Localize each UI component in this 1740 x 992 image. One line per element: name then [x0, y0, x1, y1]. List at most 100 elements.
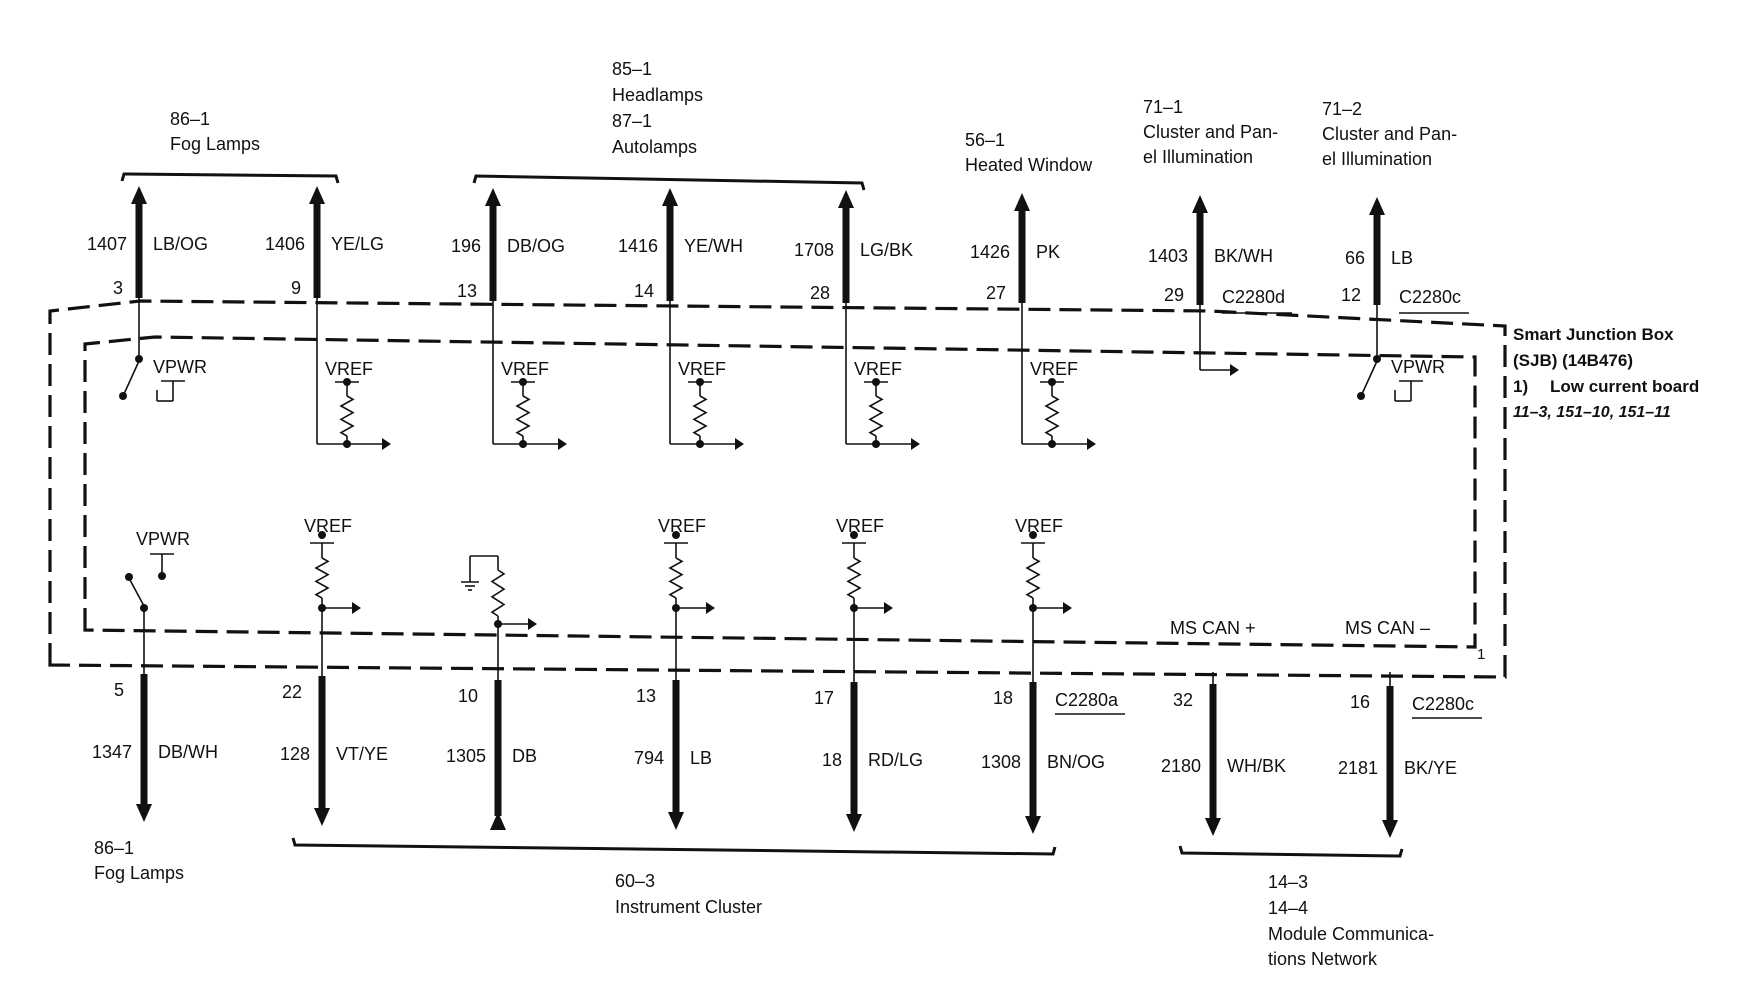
top-group-fog-label: Fog Lamps: [170, 134, 260, 154]
top-group-fog-ref: 86–1: [170, 109, 210, 129]
vpwr-label: VPWR: [136, 529, 190, 549]
bottom-wire-arrow: [136, 804, 152, 822]
can-bus-label: MS CAN +: [1170, 618, 1256, 638]
circuit-number: 18: [822, 750, 842, 770]
vref-label: VREF: [501, 359, 549, 379]
pin-number: 14: [634, 281, 654, 301]
top-group-cluster1-label2: el Illumination: [1143, 147, 1253, 167]
output-arrow: [1063, 602, 1072, 614]
circuit-number: 1416: [618, 236, 658, 256]
output-arrow: [706, 602, 715, 614]
circuit-number: 2180: [1161, 756, 1201, 776]
wire-color: YE/WH: [684, 236, 743, 256]
top-group-cluster2-label: Cluster and Pan-: [1322, 124, 1457, 144]
wire-color: DB/WH: [158, 742, 218, 762]
module-board-tag: 1: [1477, 646, 1485, 663]
vpwr-label: VPWR: [153, 357, 207, 377]
module-subtitle: (SJB) (14B476): [1513, 351, 1633, 370]
output-arrow: [884, 602, 893, 614]
circuit-number: 196: [451, 236, 481, 256]
module-board-number: 1): [1513, 377, 1528, 396]
bottom-wire-arrow: [314, 808, 330, 826]
resistor: [668, 557, 684, 599]
bottom-wire-arrow: [1025, 816, 1041, 834]
bottom-group-network-label2: tions Network: [1268, 949, 1378, 969]
vref-label: VREF: [658, 516, 706, 536]
wire-color: LG/BK: [860, 240, 913, 260]
bottom-group-fog-ref: 86–1: [94, 838, 134, 858]
top-wire-arrow: [485, 188, 501, 206]
bottom-group-network-ref: 14–3: [1268, 872, 1308, 892]
pin-number: 10: [458, 686, 478, 706]
wire-color: BN/OG: [1047, 752, 1105, 772]
top-group-cluster2-label2: el Illumination: [1322, 149, 1432, 169]
circuit-number: 794: [634, 748, 664, 768]
instrument-cluster-bracket: [291, 837, 1057, 856]
connector-label: C2280a: [1055, 690, 1119, 710]
circuit-number: 66: [1345, 248, 1365, 268]
node-dot: [1048, 440, 1056, 448]
node-dot: [872, 440, 880, 448]
bottom-wire-arrow: [1382, 820, 1398, 838]
switch-contact: [135, 355, 143, 363]
resistor: [868, 395, 884, 437]
wire-color: RD/LG: [868, 750, 923, 770]
pin-number: 3: [113, 278, 123, 298]
module-network-bracket: [1178, 845, 1404, 858]
node-dot: [850, 531, 858, 539]
wire-color: LB: [1391, 248, 1413, 268]
resistor: [339, 395, 355, 437]
top-wire-arrow: [1369, 197, 1385, 215]
resistor: [692, 395, 708, 437]
node-dot: [519, 440, 527, 448]
bottom-group-cluster-label: Instrument Cluster: [615, 897, 762, 917]
node-dot: [696, 378, 704, 386]
circuit-number: 1407: [87, 234, 127, 254]
bottom-group-network-ref2: 14–4: [1268, 898, 1308, 918]
pin-number: 27: [986, 283, 1006, 303]
circuit-number: 1305: [446, 746, 486, 766]
top-group-heated-ref: 56–1: [965, 130, 1005, 150]
pin-number: 9: [291, 278, 301, 298]
bottom-wire-arrow: [1205, 818, 1221, 836]
resistor: [1044, 395, 1060, 437]
switch-contact: [119, 392, 127, 400]
bottom-group-cluster-ref: 60–3: [615, 871, 655, 891]
node-dot: [872, 378, 880, 386]
connector-label: C2280c: [1412, 694, 1474, 714]
pin-number: 29: [1164, 285, 1184, 305]
bottom-wire-arrow: [668, 812, 684, 830]
pin-number: 12: [1341, 285, 1361, 305]
circuit-number: 1426: [970, 242, 1010, 262]
top-group-cluster1-ref: 71–1: [1143, 97, 1183, 117]
top-group-heated-label: Heated Window: [965, 155, 1093, 175]
fog-lamps-top-bracket: [120, 172, 340, 184]
circuit-number: 1406: [265, 234, 305, 254]
pin-number: 18: [993, 688, 1013, 708]
node-dot: [318, 531, 326, 539]
node-dot: [519, 378, 527, 386]
pin-number: 13: [457, 281, 477, 301]
output-arrow: [1087, 438, 1096, 450]
resistor: [1025, 557, 1041, 599]
top-wire-arrow: [1192, 195, 1208, 213]
top-group-cluster1-label: Cluster and Pan-: [1143, 122, 1278, 142]
ground-return-arrow: [490, 812, 506, 830]
node-dot: [158, 572, 166, 580]
can-bus-label: MS CAN –: [1345, 618, 1430, 638]
resistor: [314, 557, 330, 599]
circuit-number: 1308: [981, 752, 1021, 772]
top-group-headlamps-ref: 85–1: [612, 59, 652, 79]
connector-label: C2280c: [1399, 287, 1461, 307]
switch-blade: [1361, 360, 1378, 395]
output-arrow: [382, 438, 391, 450]
wire-color: BK/WH: [1214, 246, 1273, 266]
wire-color: BK/YE: [1404, 758, 1457, 778]
top-wire-arrow: [1014, 193, 1030, 211]
top-group-autolamps-ref: 87–1: [612, 111, 652, 131]
resistor: [515, 395, 531, 437]
vref-label: VREF: [1015, 516, 1063, 536]
top-wire-arrow: [309, 186, 325, 204]
wire-color: PK: [1036, 242, 1060, 262]
bottom-wire-arrow: [846, 814, 862, 832]
